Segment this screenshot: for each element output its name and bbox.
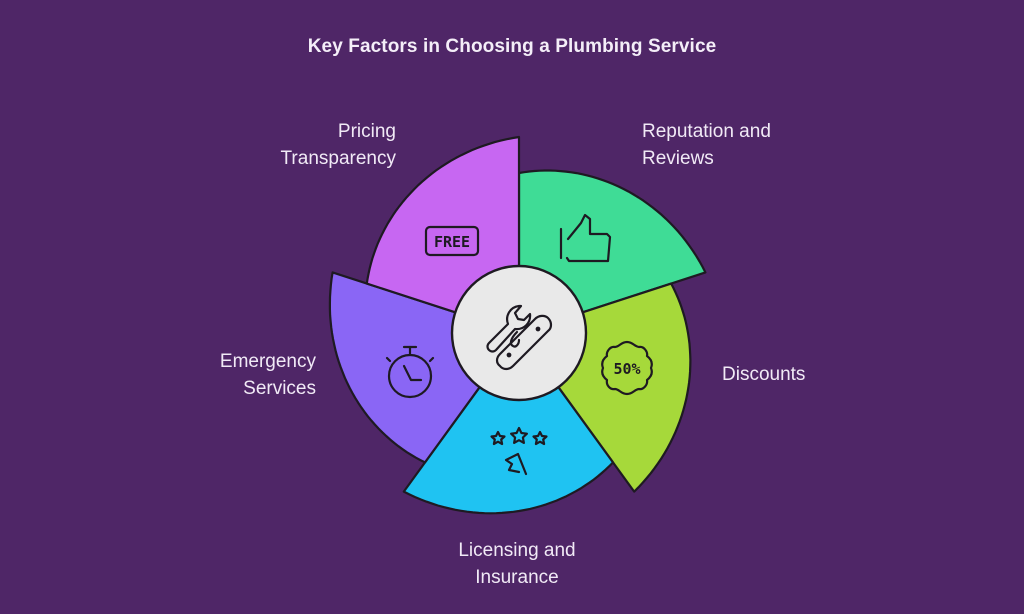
label-licensing-insurance: Licensing and Insurance — [417, 537, 617, 591]
label-line: Transparency — [280, 148, 396, 169]
thumbs-up-icon — [559, 213, 612, 263]
sector-reputation — [517, 169, 707, 314]
stopwatch-icon — [385, 345, 435, 399]
label-discounts: Discounts — [722, 361, 872, 388]
label-emergency-services: Emergency Services — [150, 348, 316, 402]
sector-licensing — [402, 386, 615, 515]
label-line: Insurance — [475, 567, 559, 588]
label-line: Reputation and — [642, 121, 771, 142]
label-line: Emergency — [219, 351, 316, 372]
free-tag-text: FREE — [434, 233, 470, 251]
discount-badge-text: 50% — [613, 360, 640, 378]
label-pricing-transparency: Pricing Transparency — [200, 118, 396, 172]
center-circle — [450, 264, 588, 402]
free-tag-icon: FREE — [424, 225, 480, 257]
label-reputation-reviews: Reputation and Reviews — [642, 118, 862, 172]
center-hub — [450, 264, 588, 402]
label-line: Reviews — [642, 148, 714, 169]
sector-discounts — [557, 282, 692, 493]
stars-flag-icon — [490, 426, 548, 476]
label-line: Pricing — [337, 121, 396, 142]
sector-pricing — [365, 135, 521, 314]
label-line: Discounts — [722, 364, 806, 385]
diagram-title: Key Factors in Choosing a Plumbing Servi… — [307, 36, 717, 57]
discount-badge-icon: 50% — [601, 340, 653, 396]
wrench-and-tool-icon — [486, 304, 553, 371]
label-line: Licensing and — [458, 540, 576, 561]
label-line: Services — [243, 378, 316, 399]
